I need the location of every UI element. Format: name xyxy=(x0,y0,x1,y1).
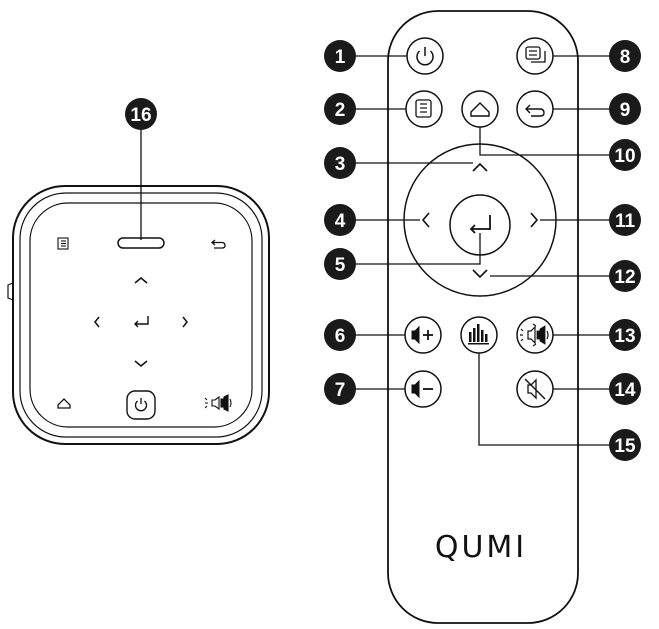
back-button[interactable] xyxy=(516,90,554,128)
svg-text:12: 12 xyxy=(614,267,635,288)
dpad-ring xyxy=(403,143,557,297)
svg-text:1: 1 xyxy=(335,47,346,68)
svg-text:5: 5 xyxy=(335,255,346,276)
projector-menu-icon[interactable] xyxy=(57,237,69,250)
projector-top-panel xyxy=(7,185,270,445)
callout-1: 1 xyxy=(324,40,356,72)
callout-12: 12 xyxy=(609,260,641,292)
projector-back-icon[interactable] xyxy=(210,239,226,249)
projector-home-icon[interactable] xyxy=(57,398,71,409)
volume-up-button[interactable] xyxy=(404,316,442,354)
svg-text:11: 11 xyxy=(615,211,636,232)
callout-8: 8 xyxy=(609,40,641,72)
callout-10: 10 xyxy=(609,139,641,171)
callout-leader-10 xyxy=(479,127,610,156)
home-button[interactable] xyxy=(461,90,499,128)
callout-14: 14 xyxy=(609,373,641,405)
svg-text:14: 14 xyxy=(614,380,636,401)
callout-7: 7 xyxy=(324,373,356,405)
callout-3: 3 xyxy=(324,147,356,179)
callout-16: 16 xyxy=(125,98,157,130)
svg-text:3: 3 xyxy=(335,154,346,175)
callout-5: 5 xyxy=(324,248,356,280)
dpad-up-button[interactable] xyxy=(472,162,488,172)
callout-2: 2 xyxy=(324,93,356,125)
svg-text:13: 13 xyxy=(614,326,635,347)
svg-text:7: 7 xyxy=(335,380,346,401)
projector-right-icon[interactable] xyxy=(182,316,188,328)
equalizer-button[interactable] xyxy=(460,316,498,354)
mute-button[interactable] xyxy=(516,370,554,408)
callout-4: 4 xyxy=(324,204,356,236)
dpad-left-button[interactable] xyxy=(421,212,430,228)
callout-9: 9 xyxy=(609,93,641,125)
svg-text:16: 16 xyxy=(130,105,151,126)
callout-6: 6 xyxy=(324,319,356,351)
svg-text:15: 15 xyxy=(614,436,636,457)
callout-11: 11 xyxy=(609,204,641,236)
projector-down-icon[interactable] xyxy=(134,360,148,367)
remote-body xyxy=(387,10,579,624)
power-button[interactable] xyxy=(406,37,444,75)
dpad-down-button[interactable] xyxy=(472,269,488,279)
svg-text:8: 8 xyxy=(620,47,631,68)
callout-leader-5 xyxy=(355,233,481,265)
qumi-logo: QUMI xyxy=(435,530,527,565)
svg-text:4: 4 xyxy=(335,211,346,232)
source-button[interactable] xyxy=(516,37,554,75)
projector-left-icon[interactable] xyxy=(94,316,100,328)
projector-enter-icon[interactable] xyxy=(134,316,149,328)
callout-15: 15 xyxy=(609,429,641,461)
menu-button[interactable] xyxy=(405,90,443,128)
projector-speaker-mode-icon[interactable] xyxy=(204,394,232,412)
dpad-right-button[interactable] xyxy=(530,212,539,228)
callout-leaders xyxy=(355,55,610,446)
projector-power-button[interactable] xyxy=(126,390,156,420)
speaker-mode-button[interactable] xyxy=(516,316,554,354)
projector-up-icon[interactable] xyxy=(134,277,148,284)
callout-13: 13 xyxy=(609,319,641,351)
svg-text:6: 6 xyxy=(335,326,346,347)
volume-down-button[interactable] xyxy=(404,370,442,408)
svg-text:9: 9 xyxy=(620,100,631,121)
callout-leader-15 xyxy=(478,353,610,446)
svg-text:10: 10 xyxy=(614,146,635,167)
svg-text:2: 2 xyxy=(335,100,346,121)
projector-side-port xyxy=(7,282,14,301)
